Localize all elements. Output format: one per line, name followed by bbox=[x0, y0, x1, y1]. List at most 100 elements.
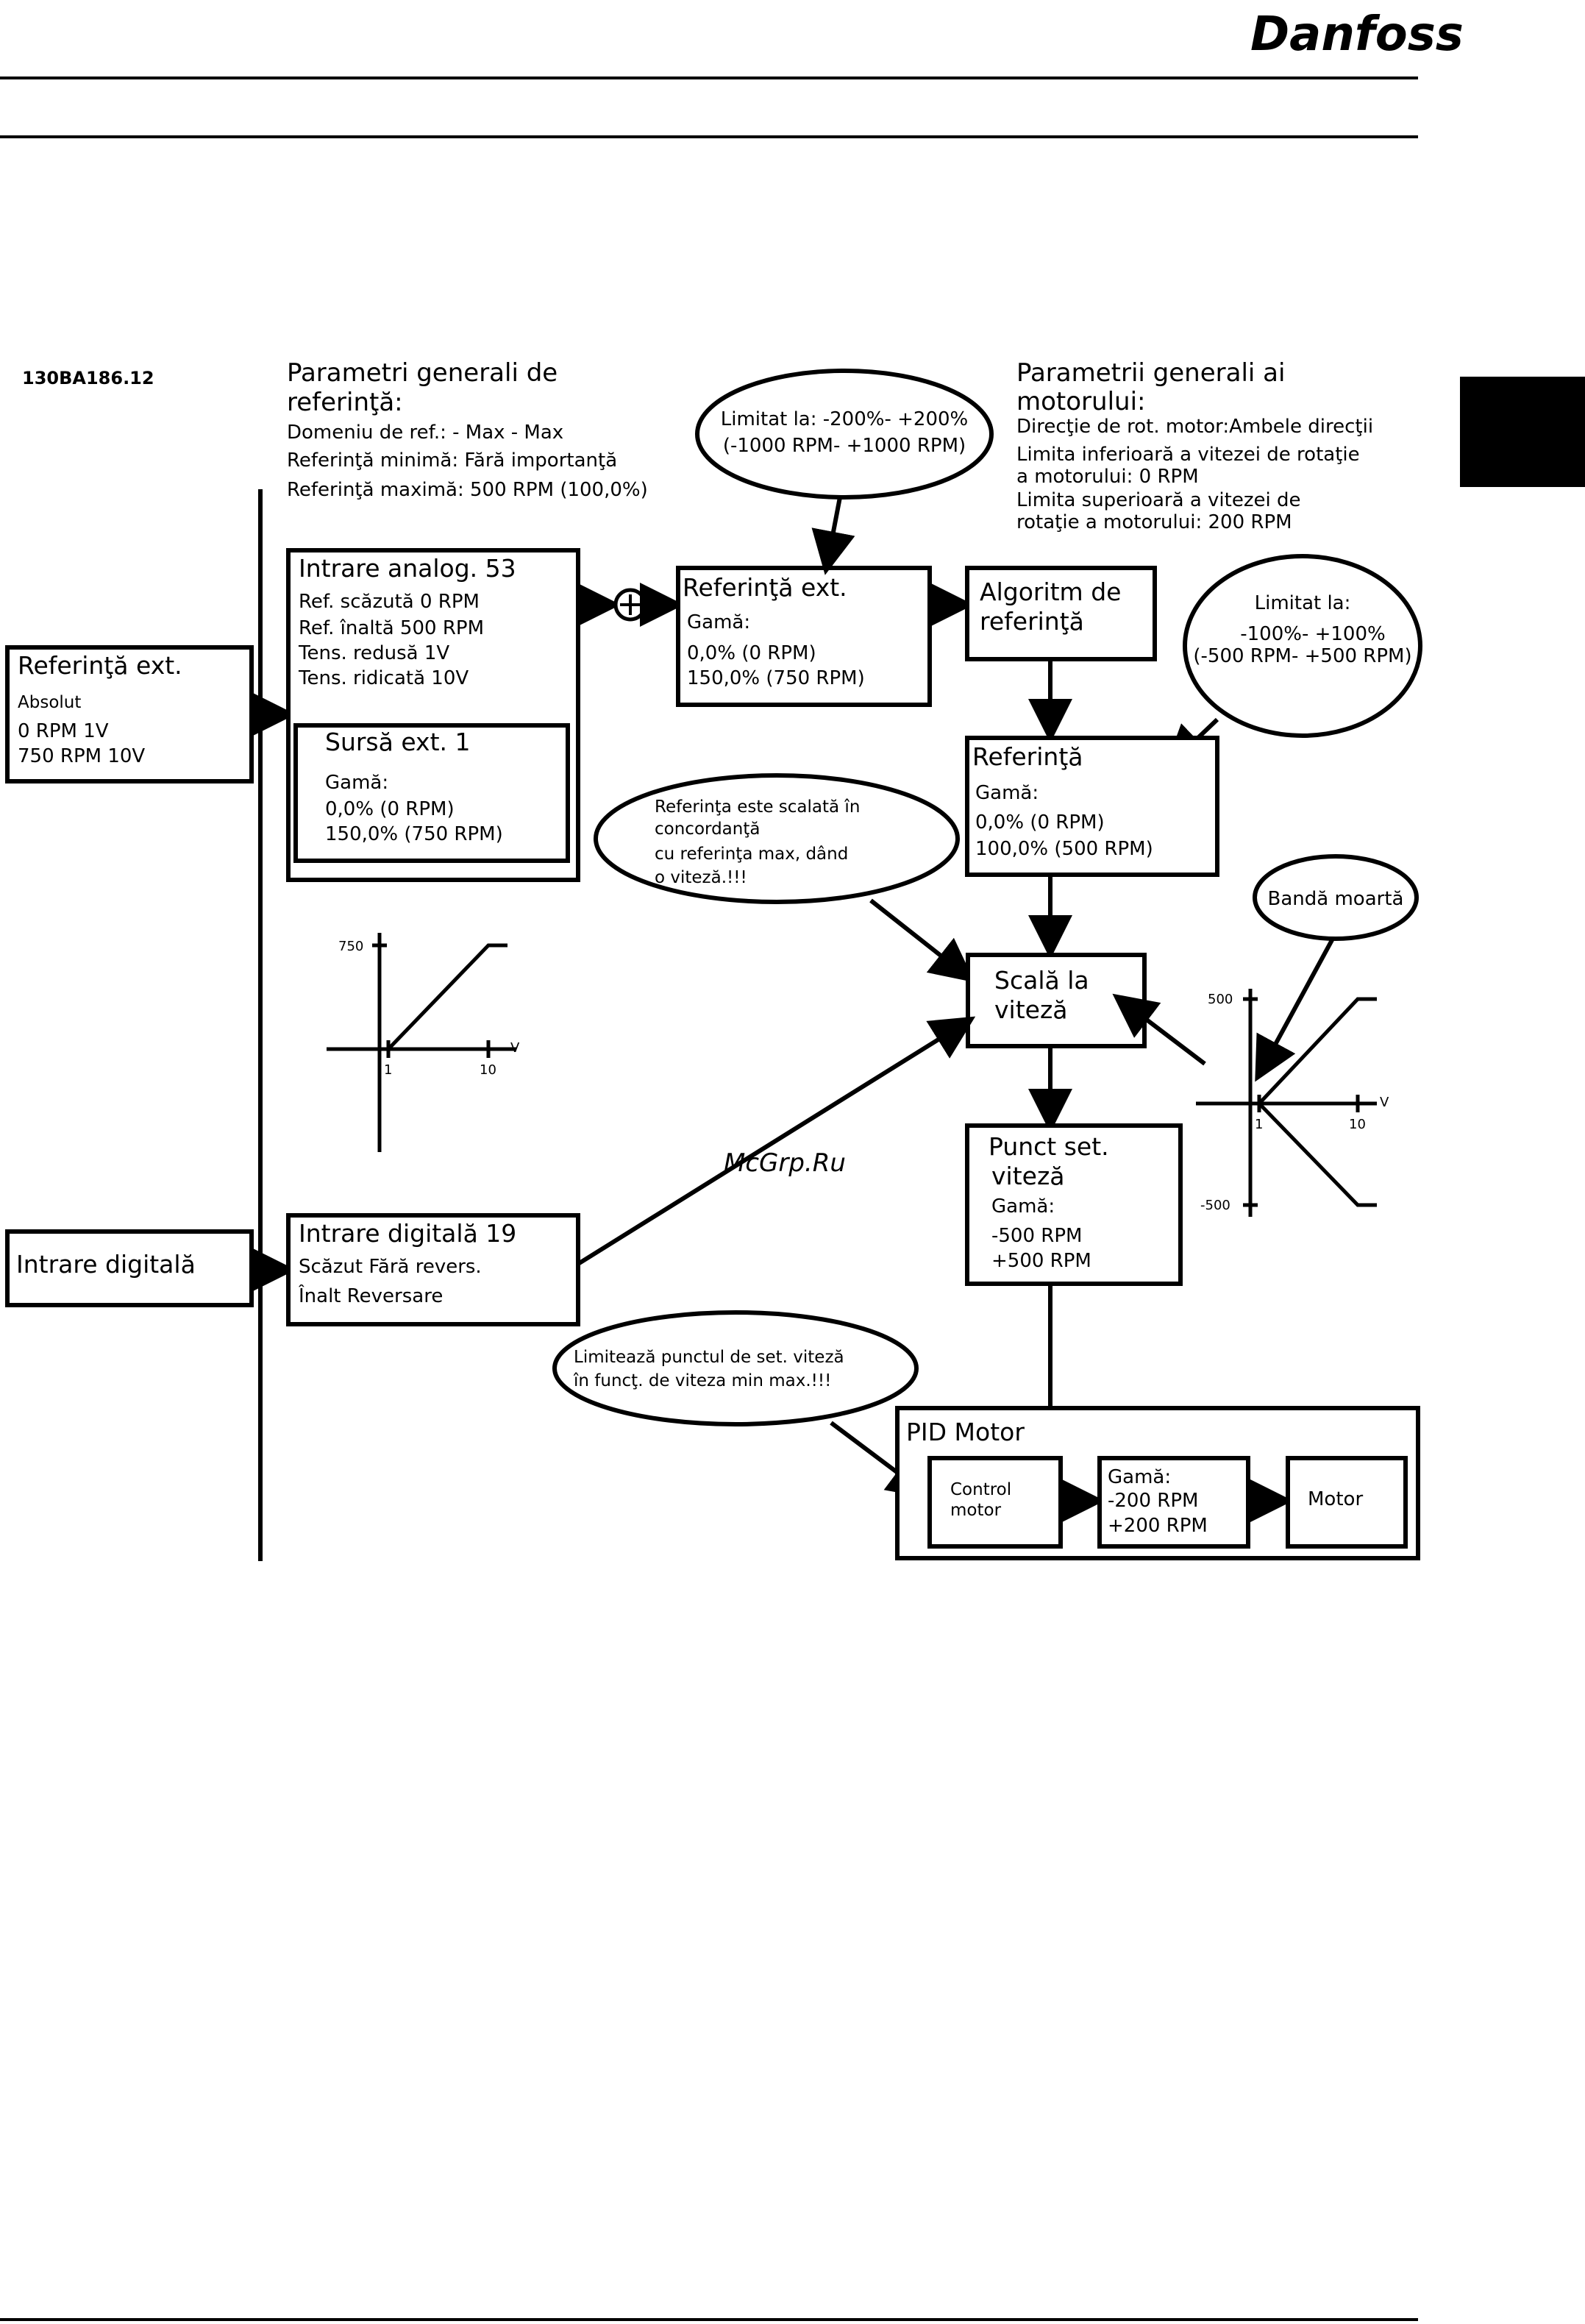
general-ref-line: Referinţă maximă: 500 RPM (100,0%) bbox=[287, 479, 648, 501]
reference-algorithm-line: Algoritm de bbox=[980, 578, 1121, 606]
ref-ext-box bbox=[5, 645, 254, 783]
graph-right-curve-up bbox=[1258, 997, 1377, 1105]
general-motor-line: Limita superioară a vitezei de bbox=[1016, 489, 1300, 511]
external-source-1-line: 150,0% (750 RPM) bbox=[325, 823, 503, 845]
general-ref-line: Domeniu de ref.: - Max - Max bbox=[287, 422, 563, 444]
general-ref-title-1: Parametri generali de bbox=[287, 358, 558, 388]
general-motor-line: Direcţie de rot. motor:Ambele direcţii bbox=[1016, 416, 1373, 438]
graph-right-curve-down bbox=[1258, 1102, 1377, 1207]
ext-reference-range-line: 150,0% (750 RPM) bbox=[687, 667, 865, 689]
graph-left-y-label: 750 bbox=[338, 939, 363, 954]
digital-input-19-box bbox=[286, 1213, 580, 1326]
reference-title: Referinţă bbox=[972, 742, 1083, 771]
speed-setpoint-title: Punct set. bbox=[989, 1132, 1109, 1161]
arrow-graph-to-scale bbox=[1112, 993, 1206, 1066]
general-motor-line: a motorului: 0 RPM bbox=[1016, 466, 1199, 488]
general-motor-line: rotaţie a motorului: 200 RPM bbox=[1016, 511, 1292, 533]
reference-line: 0,0% (0 RPM) bbox=[975, 811, 1105, 834]
speed-setpoint-title: viteză bbox=[991, 1162, 1064, 1190]
motor-range-line: -200 RPM bbox=[1108, 1490, 1198, 1512]
graph-left-axis-label: V bbox=[510, 1040, 520, 1056]
limit-ref-line: -100%- +100% bbox=[1240, 623, 1385, 645]
general-motor-title-1: Parametrii generali ai bbox=[1016, 358, 1285, 388]
scaled-note-line: Referinţa este scalată în bbox=[655, 797, 860, 817]
speed-setpoint-line: +500 RPM bbox=[991, 1250, 1091, 1272]
ext-reference-range-line: Gamă: bbox=[687, 611, 750, 633]
arrow-digital19-to-scale bbox=[577, 1016, 976, 1266]
limit-setpoint-line: Limitează punctul de set. viteză bbox=[574, 1348, 844, 1367]
limit-ext-line: (-1000 RPM- +1000 RPM) bbox=[723, 435, 966, 457]
reference-algorithm-box bbox=[965, 566, 1157, 661]
motor-box bbox=[1286, 1456, 1408, 1549]
danfoss-logo: Danfoss bbox=[1250, 7, 1464, 62]
control-motor-box bbox=[927, 1456, 1063, 1549]
ref-ext-line: 0 RPM 1V bbox=[18, 720, 109, 742]
external-source-1-title: Sursă ext. 1 bbox=[325, 728, 471, 756]
ext-reference-range-line: 0,0% (0 RPM) bbox=[687, 642, 816, 664]
ext-reference-range-title: Referinţă ext. bbox=[683, 573, 847, 602]
graph-right-y-label: 500 bbox=[1208, 992, 1233, 1007]
ref-ext-title: Referinţă ext. bbox=[18, 651, 182, 680]
analog-scaling-graph: 750 1 10 V bbox=[327, 933, 520, 1152]
graph-right-x-label: 10 bbox=[1349, 1117, 1366, 1132]
motor-range-line: Gamă: bbox=[1108, 1466, 1171, 1488]
watermark: McGrp.Ru bbox=[724, 1148, 846, 1178]
digital-input-19-line: Înalt Reversare bbox=[298, 1284, 443, 1307]
arrow-scaled-note bbox=[869, 898, 975, 983]
limit-setpoint-line: în funcţ. de viteza min max.!!! bbox=[573, 1371, 831, 1390]
external-source-1-line: 0,0% (0 RPM) bbox=[325, 798, 455, 820]
graph-left-x-label: 10 bbox=[480, 1062, 496, 1078]
chapter-tab bbox=[1460, 377, 1585, 487]
general-ref-title-2: referinţă: bbox=[287, 388, 403, 417]
pid-motor-title: PID Motor bbox=[906, 1418, 1025, 1446]
arrow-dead-band bbox=[1255, 937, 1335, 1082]
external-source-1-box bbox=[293, 723, 570, 863]
scaled-note-bubble bbox=[594, 773, 960, 904]
reference-line: 100,0% (500 RPM) bbox=[975, 838, 1153, 860]
scaled-note-line: cu referinţa max, dând bbox=[655, 845, 848, 864]
speed-scale-line: Scală la bbox=[994, 966, 1089, 995]
external-source-1-line: Gamă: bbox=[325, 772, 388, 794]
analog-input-53-line: Tens. ridicată 10V bbox=[298, 667, 469, 689]
graph-right-y-label: -500 bbox=[1200, 1198, 1230, 1213]
ext-reference-range-box bbox=[676, 566, 932, 707]
digital-input-19-line: Scăzut Fără revers. bbox=[299, 1256, 482, 1278]
reference-algorithm-line: referinţă bbox=[980, 607, 1084, 636]
limit-ref-line: (-500 RPM- +500 RPM) bbox=[1193, 645, 1411, 667]
analog-input-53-title: Intrare analog. 53 bbox=[299, 554, 516, 583]
graph-right-axis-label: V bbox=[1380, 1095, 1389, 1110]
analog-input-53-line: Ref. înaltă 500 RPM bbox=[299, 617, 484, 639]
analog-input-53-line: Tens. redusă 1V bbox=[298, 642, 449, 664]
dead-band-graph: 500 -500 1 10 V bbox=[1196, 989, 1389, 1217]
analog-input-53-line: Ref. scăzută 0 RPM bbox=[299, 591, 480, 613]
limit-setpoint-bubble bbox=[552, 1310, 919, 1426]
limit-ref-bubble bbox=[1183, 554, 1422, 738]
limit-ext-line: Limitat la: -200%- +200% bbox=[721, 408, 969, 430]
graph-left-curve bbox=[387, 943, 507, 1051]
control-motor-line: Control bbox=[950, 1480, 1011, 1499]
graph-left-x-label: 1 bbox=[384, 1062, 392, 1078]
dead-band-bubble bbox=[1253, 854, 1419, 941]
motor-range-line: +200 RPM bbox=[1108, 1515, 1208, 1537]
figure-code: 130BA186.12 bbox=[22, 368, 154, 388]
general-ref-line: Referinţă minimă: Fără importanţă bbox=[287, 449, 617, 472]
speed-setpoint-line: Gamă: bbox=[991, 1195, 1055, 1218]
limit-ext-bubble bbox=[695, 369, 994, 500]
arrow-limit-ext bbox=[811, 497, 855, 575]
ref-ext-line: Absolut bbox=[18, 693, 81, 712]
dead-band-label: Bandă moartă bbox=[1268, 888, 1404, 910]
reference-box bbox=[965, 736, 1219, 877]
speed-scale-line: viteză bbox=[994, 995, 1067, 1024]
digital-input-label: Intrare digitală bbox=[16, 1250, 196, 1279]
speed-setpoint-line: -500 RPM bbox=[991, 1225, 1082, 1247]
reference-line: Gamă: bbox=[975, 782, 1039, 804]
ref-ext-line: 750 RPM 10V bbox=[18, 745, 145, 767]
general-motor-line: Limita inferioară a vitezei de rotaţie bbox=[1016, 444, 1360, 466]
speed-setpoint-box bbox=[965, 1123, 1183, 1286]
scaled-note-line: concordanţă bbox=[655, 820, 760, 839]
limit-ref-line: Limitat la: bbox=[1255, 592, 1351, 614]
control-motor-line: motor bbox=[950, 1501, 1002, 1520]
graph-right-x-label: 1 bbox=[1255, 1117, 1263, 1132]
motor-label: Motor bbox=[1308, 1488, 1363, 1510]
